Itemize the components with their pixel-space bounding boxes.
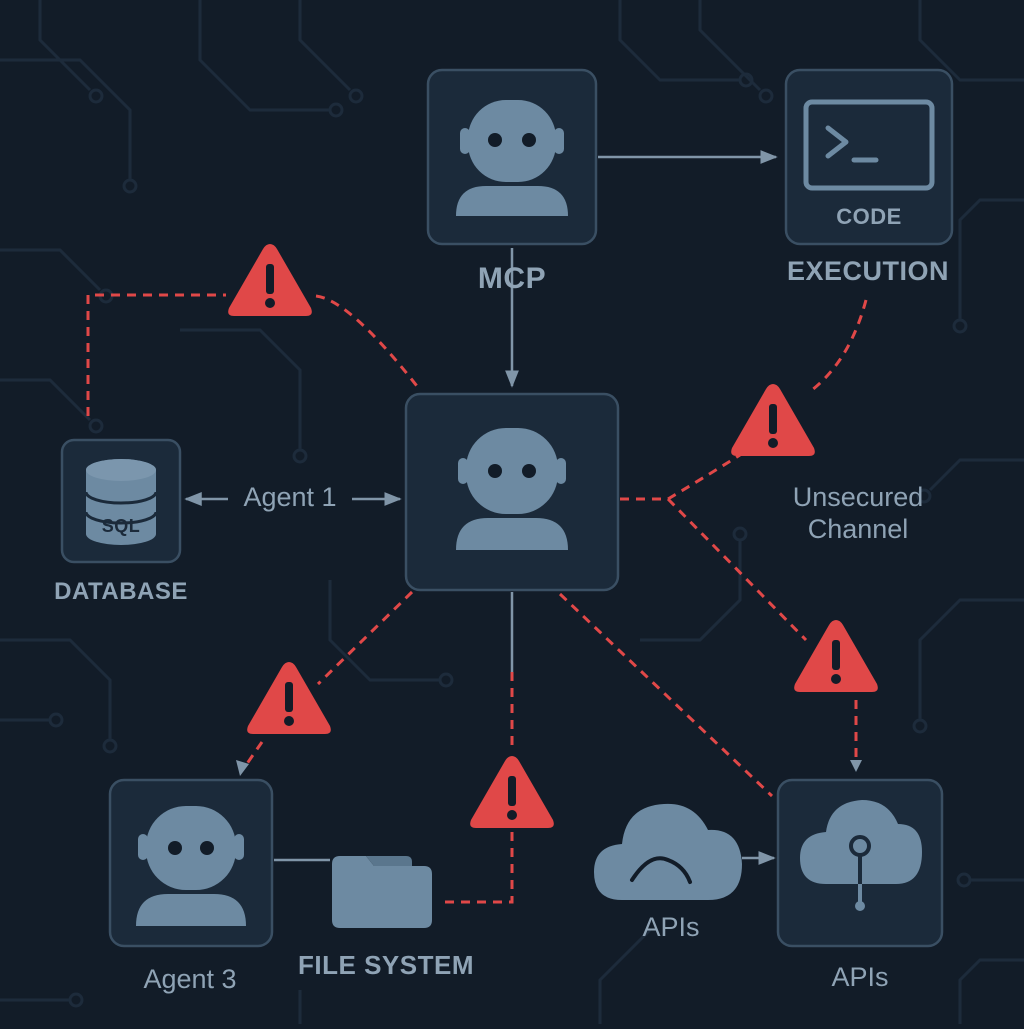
robot-icon (136, 806, 246, 926)
code-node[interactable] (784, 68, 954, 246)
code-inner-label: CODE (836, 204, 902, 229)
threat-path-mcp-top (315, 294, 422, 391)
warning-icon (470, 756, 554, 828)
threat-path-agent3-arrow (242, 741, 264, 769)
file-system-label: FILE SYSTEM (298, 950, 474, 980)
unsecured-channel-line1: Unsecured (792, 482, 924, 512)
database-icon (84, 459, 158, 545)
threat-arrowheads (236, 760, 862, 776)
robot-icon (456, 428, 568, 550)
agent3-label: Agent 3 (143, 964, 237, 994)
warning-icon (228, 244, 312, 316)
threat-path-agent3 (316, 590, 414, 686)
mcp-node[interactable] (426, 68, 598, 246)
apis-node[interactable] (776, 778, 944, 948)
cloud-plug-icon (800, 800, 922, 911)
folder-icon[interactable] (332, 856, 432, 928)
threat-path-database (86, 293, 226, 416)
solid-connectors (184, 150, 778, 865)
warning-icon (794, 620, 878, 692)
threat-paths (86, 293, 868, 904)
sql-label: SQL (101, 516, 141, 536)
threat-path-unsecured (620, 453, 741, 501)
threat-path-right (666, 497, 808, 642)
warning-icon (731, 384, 815, 456)
database-node[interactable] (60, 438, 182, 564)
terminal-icon (803, 99, 935, 191)
threat-path-files-b (440, 832, 514, 904)
apis-cloud-label: APIs (642, 912, 700, 942)
robot-icon (456, 100, 568, 216)
agent1-node[interactable] (404, 392, 620, 592)
circuit-pads (48, 72, 972, 1008)
execution-label: EXECUTION (786, 256, 950, 286)
database-label: DATABASE (54, 578, 188, 605)
warning-icon (247, 662, 331, 734)
threat-path-apis-node (558, 592, 774, 798)
threat-path-code (811, 299, 868, 392)
apis-node-label: APIs (831, 962, 889, 992)
unsecured-channel-line2: Channel (807, 514, 909, 544)
agent3-node[interactable] (108, 778, 274, 948)
mcp-label: MCP (477, 262, 547, 295)
agent1-label: Agent 1 (243, 482, 337, 512)
cloud-icon[interactable] (594, 803, 742, 900)
